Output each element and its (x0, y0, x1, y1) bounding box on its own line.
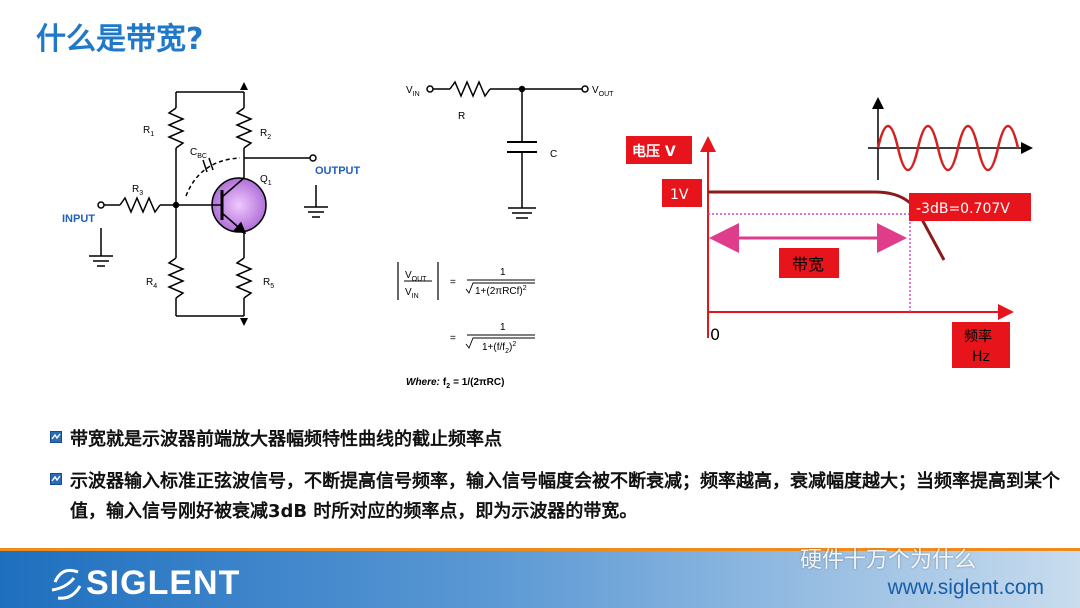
r5-label: R5 (263, 277, 274, 290)
rc-resistor (449, 80, 491, 98)
footer-url[interactable]: www.siglent.com (887, 576, 1044, 599)
amplifier-circuit (89, 82, 328, 326)
bullet-text: 示波器输入标准正弦波信号，不断提高信号频率，输入信号幅度会被不断衰减；频率越高，… (70, 471, 1060, 522)
origin-label: 0 (710, 325, 720, 344)
svg-text:Where:f2= 1/(2πRC): Where:f2= 1/(2πRC) (406, 377, 504, 390)
y-axis-label: 电压 V (632, 143, 676, 160)
db-label: -3dB=0.707V (916, 201, 1010, 217)
svg-text:1: 1 (500, 322, 506, 333)
input-label: INPUT (62, 213, 95, 225)
svg-text:=: = (450, 277, 456, 288)
r2-label: R2 (260, 128, 271, 141)
r5-resistor (235, 257, 253, 299)
bullet-item: 示波器输入标准正弦波信号，不断提高信号频率，输入信号幅度会被不断衰减；频率越高，… (50, 467, 1060, 527)
r1-label: R1 (143, 125, 154, 138)
r4-resistor (167, 257, 185, 299)
vout-label: VOUT (592, 85, 614, 98)
frequency-response-chart (626, 97, 1033, 368)
bullet-item: 带宽就是示波器前端放大器幅频特性曲线的截止频率点 (50, 425, 1060, 455)
x-axis-label-line2: Hz (972, 349, 990, 365)
x-axis-label-line1: 频率 (964, 328, 992, 345)
footer-bar (0, 548, 1080, 608)
r3-label: R3 (132, 184, 143, 197)
svg-text:VIN: VIN (405, 287, 419, 300)
page-title: 什么是带宽? (36, 22, 204, 57)
r3-resistor (119, 196, 161, 214)
bullet-text: 带宽就是示波器前端放大器幅频特性曲线的截止频率点 (70, 429, 502, 450)
watermark: 硬件十万个为什么 (800, 548, 977, 573)
sine-wave-inset (868, 97, 1033, 180)
svg-text:1: 1 (500, 267, 506, 278)
r1-resistor (167, 107, 185, 149)
vin-label: VIN (406, 85, 420, 98)
sine-wave (876, 125, 1020, 171)
bullet-icon (50, 473, 62, 485)
siglent-logo: SIGLENT (86, 564, 241, 602)
svg-text:=: = (450, 333, 456, 344)
one-volt-label: 1V (670, 187, 689, 203)
output-label: OUTPUT (315, 165, 361, 177)
svg-text:1+(f/f2)2: 1+(f/f2)2 (482, 341, 516, 355)
q1-label: Q1 (260, 174, 272, 187)
bandwidth-label: 带宽 (792, 255, 824, 274)
svg-text:1+(2πRCf)2: 1+(2πRCf)2 (475, 285, 527, 297)
bullet-list: 带宽就是示波器前端放大器幅频特性曲线的截止频率点 示波器输入标准正弦波信号，不断… (50, 425, 1060, 539)
cbc-label: CBC (190, 147, 207, 160)
transfer-function: VOUT VIN = 1 1+(2πRCf)2 = 1 1+(f/f2)2 Wh… (397, 262, 535, 390)
rc-r-label: R (458, 111, 465, 122)
rc-circuit (426, 80, 589, 219)
rc-c-label: C (550, 149, 557, 160)
r2-resistor (235, 107, 253, 149)
bullet-icon (50, 431, 62, 443)
siglent-swirl-logo-icon (51, 568, 82, 600)
diagrams: R1 R2 R3 R4 R5 CBC Q1 INPUT OUTPUT VIN V… (62, 80, 1033, 390)
r4-label: R4 (146, 277, 157, 290)
svg-text:VOUT: VOUT (405, 270, 427, 283)
